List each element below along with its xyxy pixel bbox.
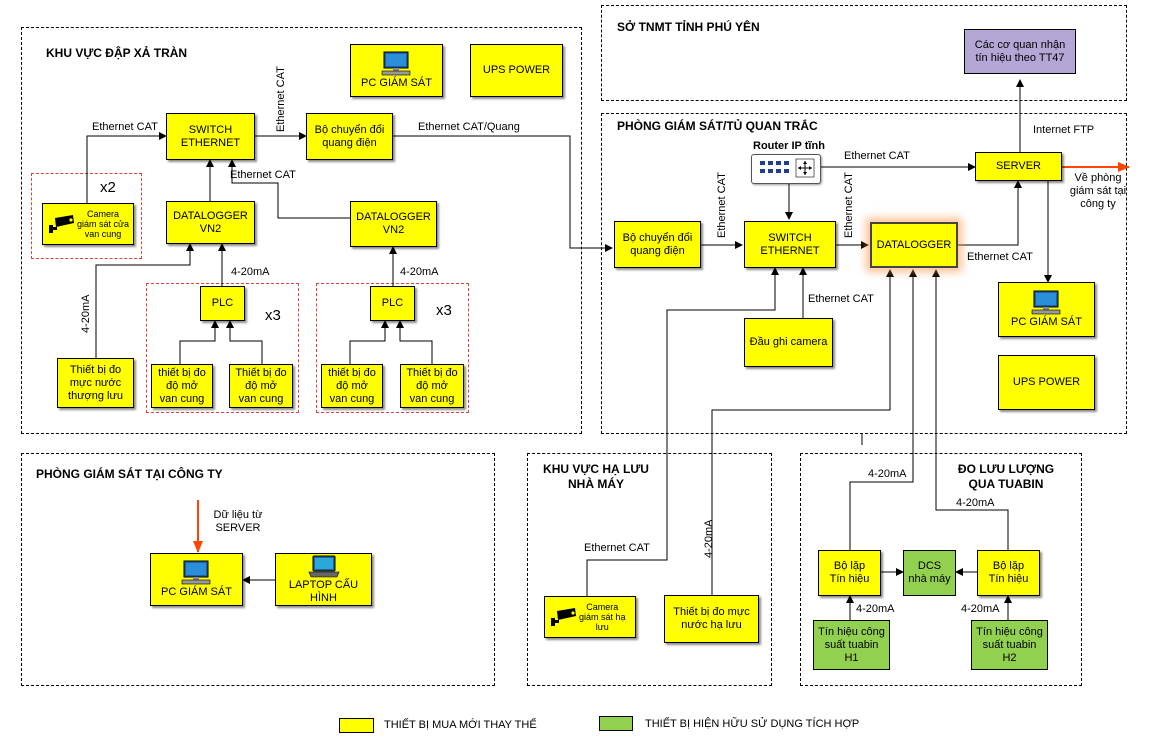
thiet-bi-do-muc-nuoc-thuong-luu: Thiết bị đo mực nước thượng lưu (57, 358, 134, 408)
bo-chuyen-doi-tu: Bộ chuyển đổi quang điện (614, 221, 701, 268)
router-label: Router IP tĩnh (753, 140, 825, 152)
zone-title-luu-luong: ĐO LƯU LƯỢNG QUA TUABIN (957, 462, 1055, 491)
datalogger-vn2-right: DATALOGGER VN2 (350, 201, 437, 247)
zone-title-ha-luu: KHU VỰC HẠ LƯU NHÀ MÁY (543, 462, 649, 491)
zone-title-dap-xa-tran: KHU VỰC ĐẬP XẢ TRÀN (46, 46, 188, 60)
plc-left: PLC (200, 286, 245, 321)
label-internet-ftp: Internet FTP (1033, 124, 1095, 136)
thiet-bi-do-do-mo-3: thiết bị đo độ mở van cung (321, 364, 383, 408)
laptop-cau-hinh: LAPTOP CẤU HÌNH (275, 553, 372, 606)
computer-monitor-icon (381, 51, 410, 76)
label-4-20ma-luu-luong-2: 4-20mA (956, 497, 995, 509)
label-x3-right: x3 (436, 302, 452, 319)
label-ethernet-cat-vertical-tu-2: Ethernet CAT (843, 172, 855, 238)
label-ethernet-cat-vertical-top: Ethernet CAT (275, 66, 287, 132)
legend-swatch-new (339, 718, 374, 733)
cctv-camera-icon (49, 215, 74, 233)
pc-giam-sat-tu: PC GIÁM SÁT (998, 282, 1095, 337)
ups-power-tu: UPS POWER (998, 355, 1095, 410)
dcs-nha-may: DCS nhà máy (903, 550, 956, 596)
thiet-bi-do-do-mo-1: thiết bị đo độ mở van cung (151, 364, 213, 408)
label-4-20ma-plc-left: 4-20mA (231, 266, 270, 278)
thiet-bi-do-do-mo-4: Thiết bị đo độ mở van cung (400, 364, 464, 408)
label-4-20ma-luu-luong-1: 4-20mA (868, 468, 907, 480)
computer-monitor-icon (1031, 290, 1060, 315)
label-ethernet-cat-dau-ghi: Ethernet CAT (808, 293, 874, 305)
label-4-20ma-h1: 4-20mA (856, 603, 895, 615)
plc-right: PLC (370, 286, 415, 321)
switch-ethernet-tu: SWITCH ETHERNET (744, 221, 836, 268)
zone-title-phong-giam-sat-cong-ty: PHÒNG GIÁM SÁT TẠI CÔNG TY (36, 467, 223, 481)
label-ethernet-cat-quang: Ethernet CAT/Quang (418, 121, 520, 133)
network-router-icon (760, 158, 815, 178)
zone-title-so-tnmt: SỞ TNMT TỈNH PHÚ YÊN (617, 20, 760, 34)
computer-monitor-icon (181, 560, 210, 585)
zone-ha-luu (527, 453, 772, 686)
zone-phong-giam-sat-tu (601, 113, 1127, 434)
bo-lap-tin-hieu-1: Bộ lặp Tín hiệu (818, 550, 881, 596)
label-4-20ma-muc-nuoc: 4-20mA (80, 294, 92, 333)
pc-giam-sat-tu-label: PC GIÁM SÁT (1011, 316, 1082, 328)
label-ethernet-cat-datalogger-server: Ethernet CAT (967, 251, 1033, 263)
camera-ha-luu-label: Camera giám sát hạ lưu (579, 602, 626, 632)
datalogger-vn2-left: DATALOGGER VN2 (166, 201, 255, 244)
label-ethernet-cat-datalogger: Ethernet CAT (230, 169, 296, 181)
camera-cua-van-label: Camera giám sát cửa van cung (77, 209, 130, 239)
zone-title-phong-giam-sat-tu: PHÒNG GIÁM SÁT/TỦ QUAN TRẮC (617, 119, 818, 133)
switch-ethernet-dap: SWITCH ETHERNET (166, 113, 255, 160)
thiet-bi-do-muc-nuoc-ha-luu: Thiết bị đo mực nước hạ lưu (664, 595, 759, 643)
label-4-20ma-plc-right: 4-20mA (400, 266, 439, 278)
camera-ha-luu: Camera giám sát hạ lưu (544, 596, 636, 638)
bo-lap-tin-hieu-2: Bộ lặp Tín hiệu (977, 550, 1040, 596)
cac-co-quan-tt47: Các cơ quan nhận tín hiệu theo TT47 (964, 29, 1076, 74)
bo-chuyen-doi-dap: Bộ chuyển đổi quang điện (306, 113, 393, 160)
pc-giam-sat-label: PC GIÁM SÁT (361, 77, 432, 89)
label-x2: x2 (100, 179, 116, 196)
pc-giam-sat-dap: PC GIÁM SÁT (350, 44, 443, 97)
zone-so-tnmt (601, 5, 1127, 101)
tin-hieu-cong-suat-h1: Tín hiệu công suất tuabin H1 (813, 620, 890, 670)
zone-luu-luong (800, 453, 1082, 686)
legend-label-existing: THIẾT BỊ HIỆN HỮU SỬ DỤNG TÍCH HỢP (645, 718, 860, 730)
label-du-lieu-tu-server: Dữ liệu từ SERVER (213, 509, 263, 534)
legend-swatch-existing (599, 716, 633, 731)
laptop-cau-hinh-label: LAPTOP CẤU HÌNH (288, 578, 359, 604)
label-ethernet-cat-router-server: Ethernet CAT (844, 150, 910, 162)
label-ve-phong-giam-sat: Về phòng giám sát tại công ty (1069, 172, 1127, 210)
label-ethernet-cat-camera: Ethernet CAT (92, 121, 158, 133)
router-ip-tinh (751, 154, 821, 184)
label-4-20ma-h2: 4-20mA (961, 603, 1000, 615)
server: SERVER (975, 152, 1062, 181)
label-4-20ma-ha-luu: 4-20mA (703, 519, 715, 558)
legend-label-new: THIẾT BỊ MUA MỚI THAY THẾ (384, 719, 537, 731)
label-ethernet-cat-vertical-tu-1: Ethernet CAT (716, 172, 728, 238)
thiet-bi-do-do-mo-2: Thiết bị đo độ mở van cung (229, 364, 293, 408)
zone-dap-xa-tran (21, 27, 582, 434)
dau-ghi-camera: Đầu ghi camera (744, 318, 833, 367)
pc-giam-sat-cong-ty: PC GIÁM SÁT (150, 553, 243, 606)
pc-giam-sat-cong-ty-label: PC GIÁM SÁT (161, 586, 232, 598)
datalogger-main: DATALOGGER (870, 222, 958, 268)
laptop-icon (308, 555, 339, 577)
tin-hieu-cong-suat-h2: Tín hiệu công suất tuabin H2 (971, 620, 1048, 670)
ups-power-dap: UPS POWER (470, 44, 563, 97)
camera-cua-van: Camera giám sát cửa van cung (42, 203, 134, 245)
zone-phong-giam-sat-cong-ty (21, 453, 495, 686)
cctv-camera-icon (551, 608, 576, 626)
label-x3-left: x3 (265, 307, 281, 324)
label-ethernet-cat-ha-luu: Ethernet CAT (584, 542, 650, 554)
